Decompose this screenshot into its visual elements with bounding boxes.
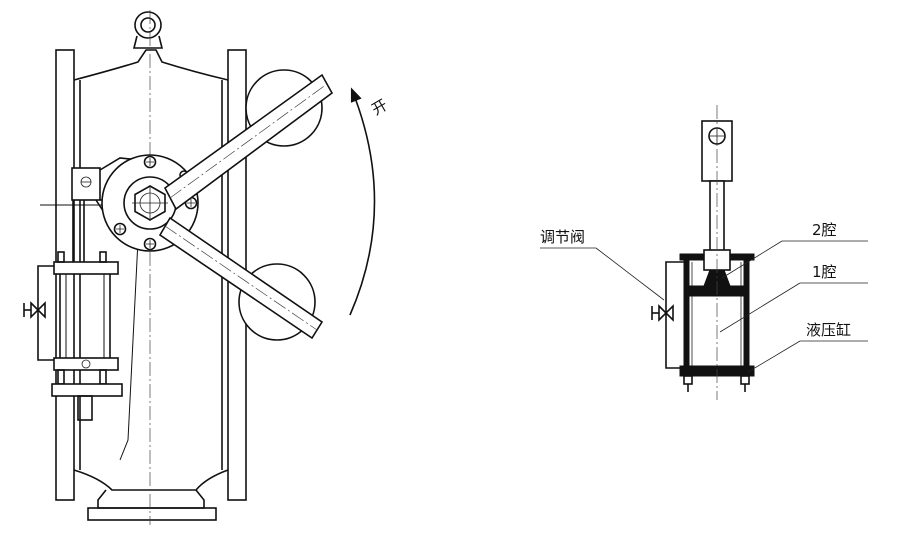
hydraulic-cylinder-label: 液压缸 [806,321,851,339]
leader-chamber-1 [719,282,801,333]
lifting-eye [132,11,164,49]
chamber-2-label: 2腔 [812,221,837,239]
leader-hydraulic-cylinder [747,340,801,373]
valve-assembly: 开 [23,10,391,525]
left-flange [55,49,75,501]
piston [688,269,745,297]
valve-body [73,49,229,521]
cylinder-section: 调节阀 2腔 1腔 液压缸 [540,105,868,400]
bypass-regulating-valve [651,261,684,369]
leader-regulating-valve [595,247,665,301]
open-direction-label: 开 [369,96,391,119]
open-direction-arrow [349,87,376,316]
lower-lever-arm [158,216,324,340]
chamber-1-label: 1腔 [812,263,837,281]
side-hydraulic-cylinder [51,200,123,421]
leader-chamber-2 [721,240,783,279]
regulating-valve-label: 调节阀 [540,228,585,246]
upper-lever-arm [163,73,334,211]
side-regulating-valve [23,265,54,361]
